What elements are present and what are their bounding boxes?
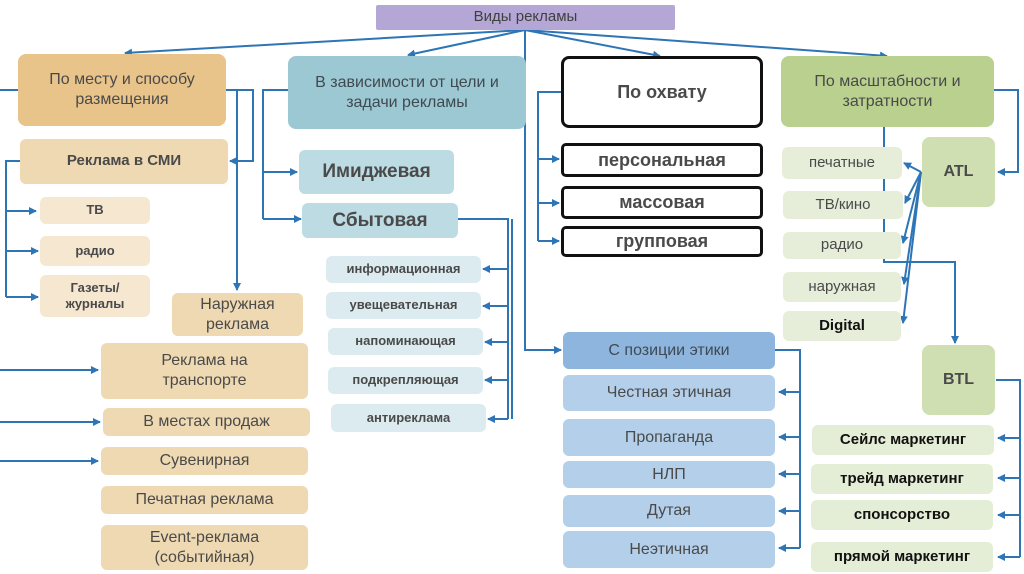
ethics-item: Дутая	[563, 495, 775, 527]
media-item-radio: радио	[40, 236, 150, 266]
arrow-root-to-scale	[524, 29, 888, 60]
coverage-item: персональная	[561, 143, 763, 177]
btl-item: спонсорство	[811, 500, 993, 530]
sales-node: Сбытовая	[302, 203, 458, 238]
arrow-root-to-purpose	[407, 29, 526, 58]
ethics-item: Неэтичная	[563, 531, 775, 568]
line-coverage-trunk	[537, 91, 561, 241]
btl-item: прямой маркетинг	[811, 542, 993, 572]
atl-item: наружная	[783, 272, 901, 302]
placement-other-print: Печатная реклама	[101, 486, 308, 514]
ethics-item: НЛП	[563, 461, 775, 488]
atl-item-digital: Digital	[783, 311, 901, 341]
coverage-item: групповая	[561, 226, 763, 257]
media-item-tv: ТВ	[40, 197, 150, 224]
placement-other-sales-place: В местах продаж	[103, 408, 310, 436]
placement-other-souvenir: Сувенирная	[101, 447, 308, 475]
line-media-trunk	[5, 160, 20, 297]
scale-node: По масштабности и затратности	[781, 56, 994, 127]
atl-item: ТВ/кино	[783, 191, 903, 219]
atl-item: радио	[783, 232, 901, 259]
arrow-atl-4	[901, 171, 922, 285]
line-root-to-ethics	[524, 30, 562, 354]
sales-item: увещевательная	[326, 292, 481, 319]
arrow-atl-5	[899, 171, 922, 324]
placement-other-event: Event-реклама (событийная)	[101, 525, 308, 570]
arrow-atl-2	[904, 171, 922, 204]
media-node: Реклама в СМИ	[20, 139, 228, 184]
arrow-atl-3	[900, 171, 922, 244]
ethics-item: Пропаганда	[563, 419, 775, 456]
btl-item: трейд маркетинг	[811, 464, 993, 494]
outdoor-node: Наружная реклама	[172, 293, 303, 336]
coverage-node: По охвату	[561, 56, 763, 128]
sales-item: подкрепляющая	[328, 367, 483, 394]
ethics-node: С позиции этики	[563, 332, 775, 369]
placement-node: По месту и способу размещения	[18, 54, 226, 126]
purpose-node: В зависимости от цели и задачи рекламы	[288, 56, 526, 129]
ethics-item: Честная этичная	[563, 375, 775, 411]
coverage-item: массовая	[561, 186, 763, 219]
line-placement-to-media	[226, 89, 254, 165]
line-scale-to-atl	[994, 89, 1019, 176]
media-item-press: Газеты/журналы	[40, 275, 150, 317]
placement-other-transport: Реклама на транспорте	[101, 343, 308, 399]
arrow-root-to-coverage	[524, 29, 661, 59]
root-node: Виды рекламы	[376, 5, 675, 30]
sales-item: напоминающая	[328, 328, 483, 355]
btl-node: BTL	[922, 345, 995, 415]
arrow-atl-1	[903, 162, 922, 173]
atl-node: ATL	[922, 137, 995, 207]
btl-item: Сейлс маркетинг	[812, 425, 994, 455]
image-node: Имиджевая	[299, 150, 454, 194]
arrow-root-to-placement	[124, 29, 526, 57]
sales-item: антиреклама	[331, 404, 486, 432]
atl-item: печатные	[782, 147, 902, 179]
sales-item: информационная	[326, 256, 481, 283]
line-purpose-trunk	[262, 89, 288, 219]
line-ethics-trunk	[775, 349, 801, 548]
line-btl-trunk	[996, 379, 1021, 557]
